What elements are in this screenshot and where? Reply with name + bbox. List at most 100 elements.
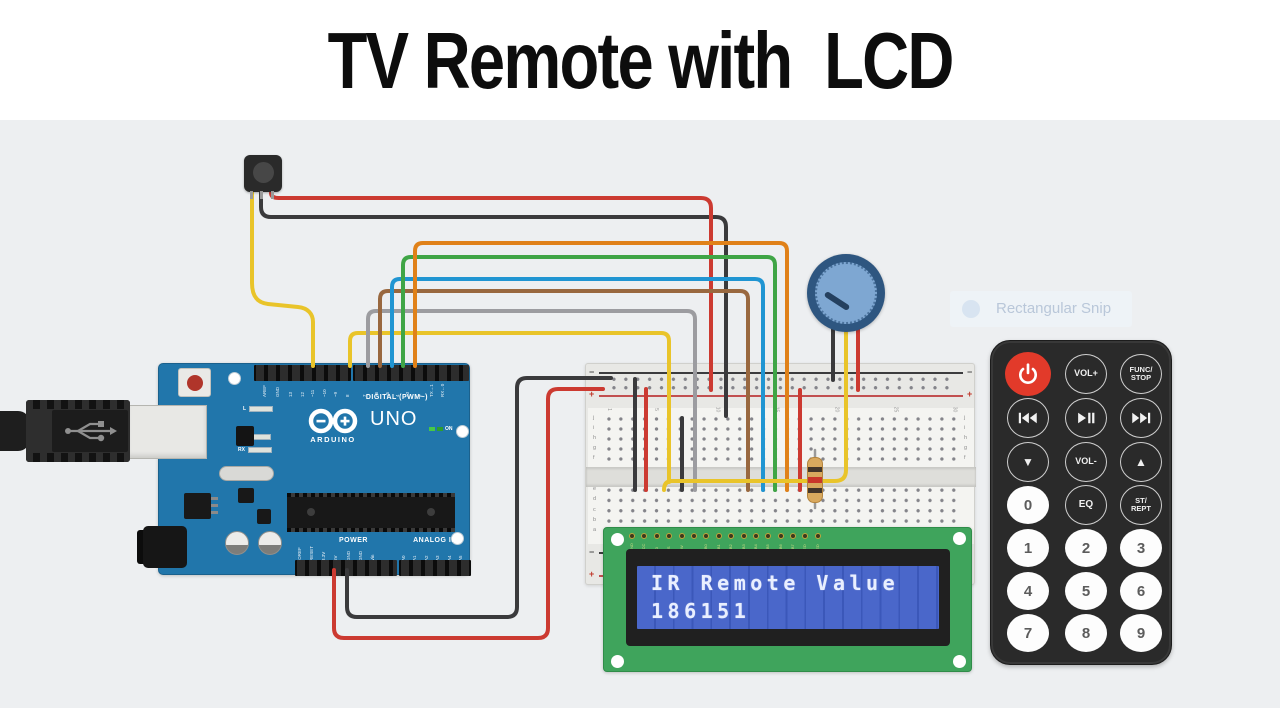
remote-digit-3-button[interactable]: 3 [1120, 529, 1162, 567]
remote-func-stop-button[interactable]: FUNC/ STOP [1120, 354, 1162, 394]
remote-digit-9-button[interactable]: 9 [1120, 614, 1162, 652]
digit-label: 9 [1136, 624, 1146, 642]
wire-d8-yellow[interactable] [348, 331, 671, 484]
digit-label: 2 [1081, 539, 1091, 557]
wire-5v-red[interactable] [332, 387, 605, 640]
wire-ir-signal[interactable] [250, 191, 315, 368]
prev-icon [1018, 412, 1037, 424]
row-label: g [964, 445, 968, 451]
digit-label: 1 [1023, 539, 1033, 557]
lcd-module[interactable]: GND VCC V0 RS RW E DB0 DB1 DB2 DB3 DB4 D… [603, 527, 972, 672]
breadboard-top-minus-line [599, 372, 963, 374]
atmega-microcontroller[interactable] [287, 493, 455, 532]
remote-digit-0-button[interactable]: 0 [1007, 486, 1049, 524]
remote-up-button[interactable]: ▲ [1120, 442, 1162, 482]
lcd-pin-header[interactable]: GND VCC V0 RS RW E DB0 DB1 DB2 DB3 DB4 D… [628, 533, 822, 552]
small-ic [257, 509, 271, 524]
lcd-pin[interactable]: DB5 [764, 533, 772, 552]
remote-play-pause-button[interactable] [1065, 398, 1107, 438]
remote-down-button[interactable]: ▼ [1007, 442, 1049, 482]
digital-header-right[interactable] [353, 365, 469, 381]
wire-ir-ground[interactable] [259, 191, 728, 418]
ir-receiver[interactable] [244, 155, 282, 199]
pin-hole-icon [678, 533, 685, 539]
lcd-pin[interactable]: DB4 [752, 533, 760, 552]
chip-dot-icon [427, 508, 435, 516]
remote-digit-8-button[interactable]: 8 [1065, 614, 1107, 652]
remote-digit-2-button[interactable]: 2 [1065, 529, 1107, 567]
ir-remote[interactable]: VOL+ FUNC/ STOP ▼ VOL- ▲ 0 EQ ST/ REPT [990, 340, 1172, 665]
lcd-pin[interactable]: DB1 [715, 533, 723, 552]
pot-wiper-yellow[interactable] [662, 322, 848, 492]
remote-digit-5-button[interactable]: 5 [1065, 572, 1107, 610]
remote-digit-7-button[interactable]: 7 [1007, 614, 1049, 652]
row-label: f [593, 455, 595, 461]
row-label: h [964, 435, 968, 441]
remote-vol-down-button[interactable]: VOL- [1065, 442, 1107, 482]
wire-d4-green[interactable] [401, 255, 777, 492]
lcd-pin[interactable]: RS [665, 533, 673, 552]
remote-prev-button[interactable] [1007, 398, 1049, 438]
page-title: TV Remote with LCD [327, 15, 954, 105]
remote-power-button[interactable] [1005, 352, 1051, 396]
lcd-pin[interactable]: RW [678, 533, 686, 552]
arduino-brand-label: ARDUINO [310, 435, 356, 444]
st-rept-label: REPT [1130, 504, 1151, 513]
potentiometer-knob[interactable] [815, 262, 877, 324]
breadboard-grid-top[interactable] [603, 414, 961, 464]
board-mounting-hole [228, 372, 241, 385]
remote-next-button[interactable] [1120, 398, 1162, 438]
row-label: c [593, 507, 596, 513]
power-header[interactable] [295, 560, 397, 576]
analog-header[interactable] [399, 560, 471, 576]
chip-dot-icon [307, 508, 315, 516]
remote-eq-button[interactable]: EQ [1065, 485, 1107, 525]
reset-button[interactable] [178, 368, 211, 397]
lcd-mounting-hole [611, 533, 624, 546]
wire-d7-gray[interactable] [366, 309, 697, 492]
lcd-pin[interactable]: LED [814, 533, 822, 552]
digit-label: 5 [1081, 582, 1091, 600]
led-rx-label: RX [238, 447, 245, 453]
pin-hole-icon [814, 533, 821, 539]
lcd-pin[interactable]: DB6 [777, 533, 785, 552]
digital-header-left[interactable] [254, 365, 351, 381]
remote-digit-4-button[interactable]: 4 [1007, 572, 1049, 610]
reset-button-cap[interactable] [187, 375, 203, 391]
pin-hole-icon [740, 533, 747, 539]
lcd-pin[interactable]: E [690, 533, 698, 552]
wire-gnd-black[interactable] [345, 376, 613, 619]
row-label: b [593, 517, 597, 523]
usb-plug[interactable] [26, 400, 130, 462]
electrolytic-capacitor [258, 531, 282, 555]
lcd-pin[interactable]: VCC [640, 533, 648, 552]
remote-digit-6-button[interactable]: 6 [1120, 572, 1162, 610]
remote-digit-1-button[interactable]: 1 [1007, 529, 1049, 567]
resistor[interactable] [807, 457, 823, 503]
func-stop-label: FUNC/ [1129, 365, 1153, 375]
lcd-pin[interactable]: GND [628, 533, 636, 552]
pin-hole-icon [765, 533, 772, 539]
arduino-uno-board[interactable]: AREF GND 13 12 ~11 ~10 ~9 8 7 ~6 ~5 4 ~3… [158, 363, 471, 576]
lcd-pin[interactable]: V0 [653, 533, 661, 552]
barrel-jack [137, 530, 147, 564]
remote-st-rept-button[interactable]: ST/ REPT [1120, 485, 1162, 525]
lcd-pin[interactable]: DB7 [789, 533, 797, 552]
wire-d5-blue[interactable] [390, 277, 765, 492]
row-label: a [593, 527, 597, 533]
potentiometer[interactable] [807, 254, 885, 332]
remote-vol-up-button[interactable]: VOL+ [1065, 354, 1107, 394]
lcd-pin[interactable]: DB2 [727, 533, 735, 552]
potentiometer-pointer-icon [823, 290, 851, 312]
row-label: e [593, 486, 597, 492]
lcd-pin[interactable]: LED [801, 533, 809, 552]
snip-tooltip: Rectangular Snip [950, 291, 1132, 327]
rail-plus-label: + [967, 389, 973, 399]
digit-label: 8 [1081, 624, 1091, 642]
lcd-pin[interactable]: DB3 [740, 533, 748, 552]
power-group-label: POWER [339, 537, 368, 544]
wire-d3-orange[interactable] [413, 241, 789, 492]
lcd-pin[interactable]: DB0 [702, 533, 710, 552]
wire-d6-brown[interactable] [378, 289, 750, 492]
